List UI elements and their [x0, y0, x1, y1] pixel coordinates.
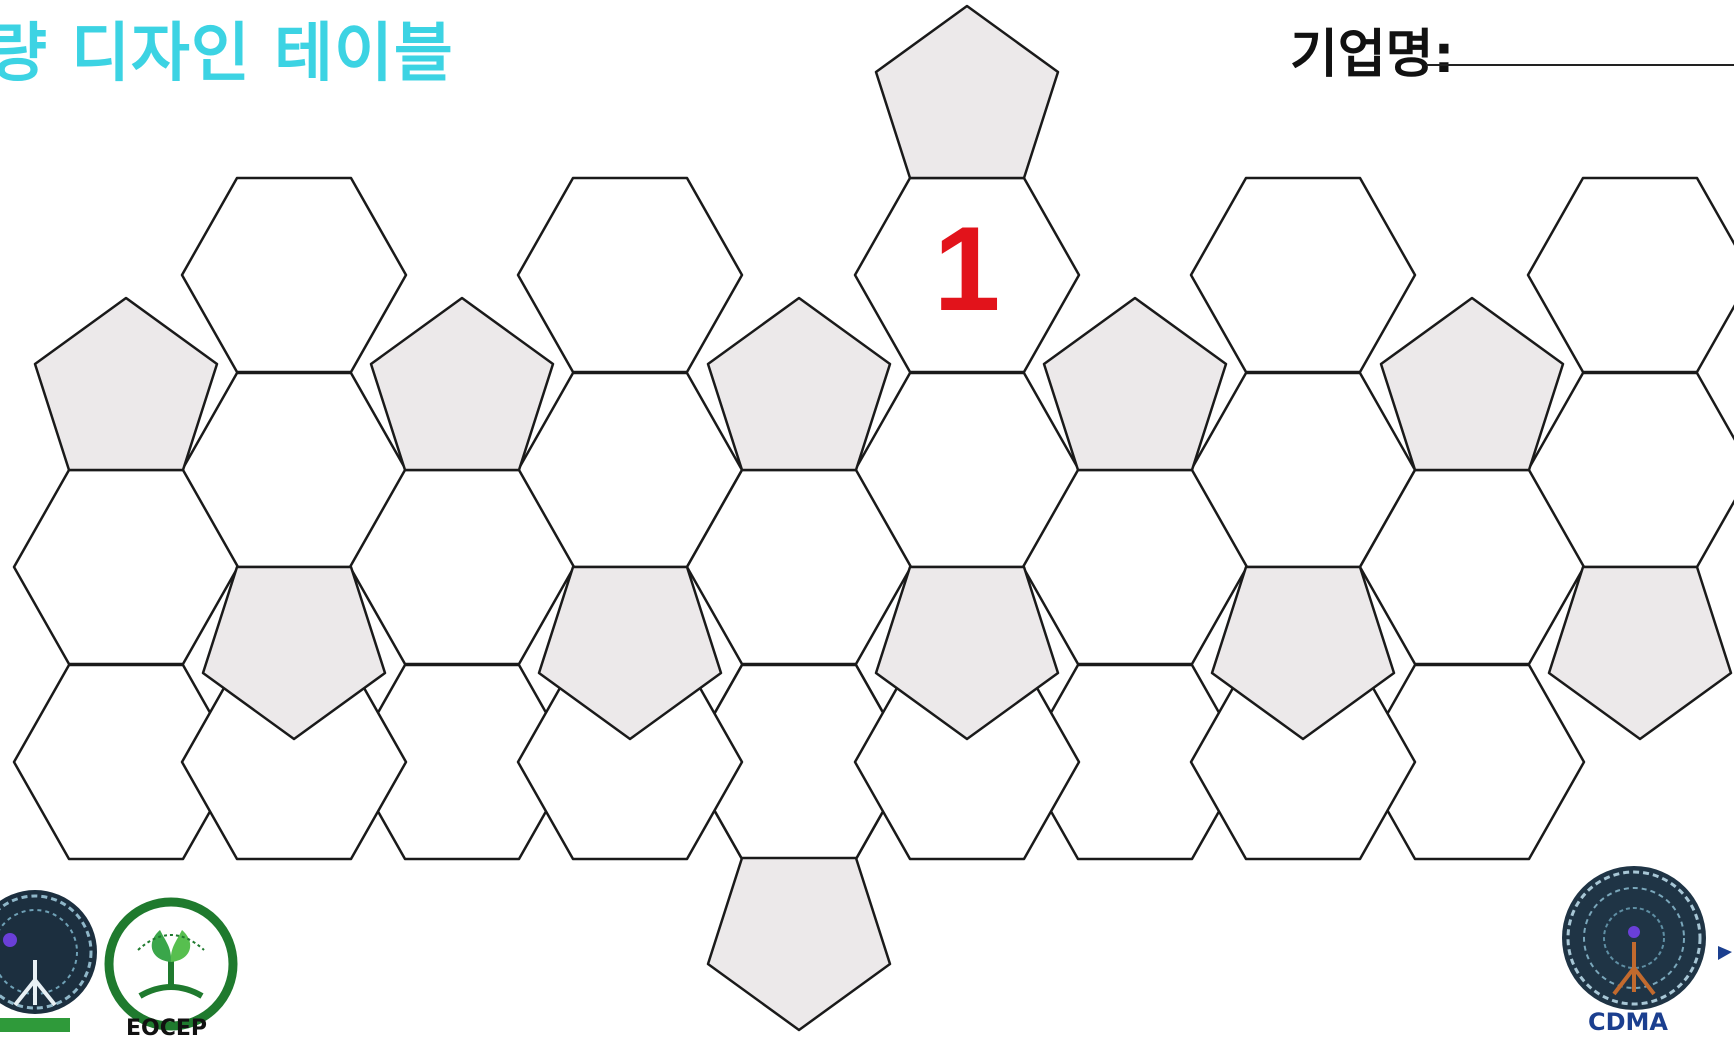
pentagon-tile	[1549, 567, 1731, 739]
eocep-logo: EOCEP	[100, 890, 242, 1032]
pentagon-tile	[1381, 298, 1563, 470]
pentagon-tile	[371, 298, 553, 470]
eocep-logo-text: EOCEP	[126, 1016, 207, 1041]
hexagon-tile	[1191, 178, 1415, 372]
cdma-logo: CDMA	[1556, 864, 1734, 1032]
pentagon-tile	[876, 6, 1058, 178]
hexagon-tile	[182, 178, 406, 372]
pentagon-tile	[35, 298, 217, 470]
pentagon-tile	[708, 858, 890, 1030]
pentagon-tile	[708, 298, 890, 470]
hexagon-tile	[1528, 178, 1734, 372]
pentagon-tile	[1044, 298, 1226, 470]
hexagon-tile	[518, 178, 742, 372]
tree-circle-logo-left	[0, 870, 100, 1032]
tile-number-marker: 1	[934, 202, 1001, 336]
